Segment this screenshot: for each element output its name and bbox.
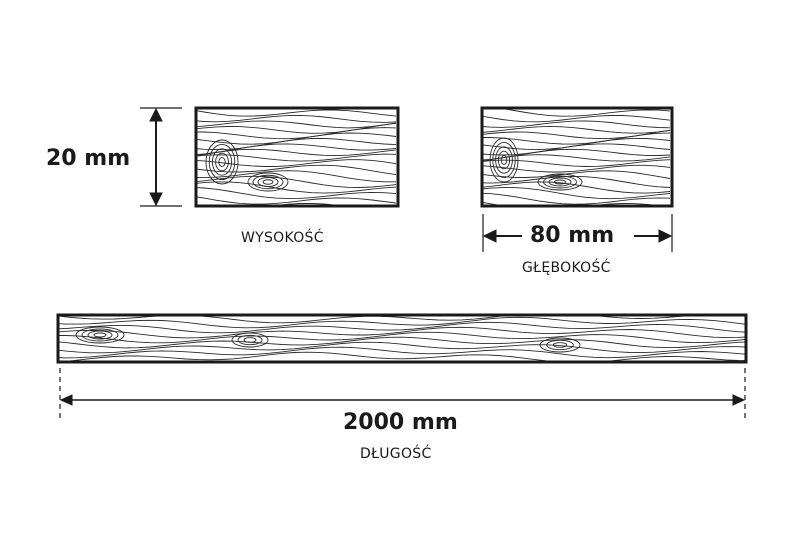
length-dimension-line [59,368,746,418]
board-length-view [56,313,748,364]
arrow-left-icon [482,229,497,243]
height-dimension-line [140,107,182,207]
depth-label: GŁĘBOKOŚĆ [522,260,611,276]
board-depth-view [480,106,674,208]
arrow-down-icon [149,192,163,207]
height-value: 20 mm [46,146,131,172]
arrow-left-icon [59,394,73,406]
height-label: WYSOKOŚĆ [241,230,324,246]
wood-grain-texture [58,315,746,362]
wood-grain-texture [482,108,671,206]
board-height-view [194,106,400,208]
depth-dimension-line [482,214,673,252]
arrow-right-icon [732,394,746,406]
wood-grain-texture [196,109,397,206]
arrow-right-icon [658,229,673,243]
depth-value: 80 mm [526,223,619,249]
arrow-up-icon [149,107,163,122]
length-label: DŁUGOŚĆ [360,446,432,462]
length-value: 2000 mm [343,410,458,436]
